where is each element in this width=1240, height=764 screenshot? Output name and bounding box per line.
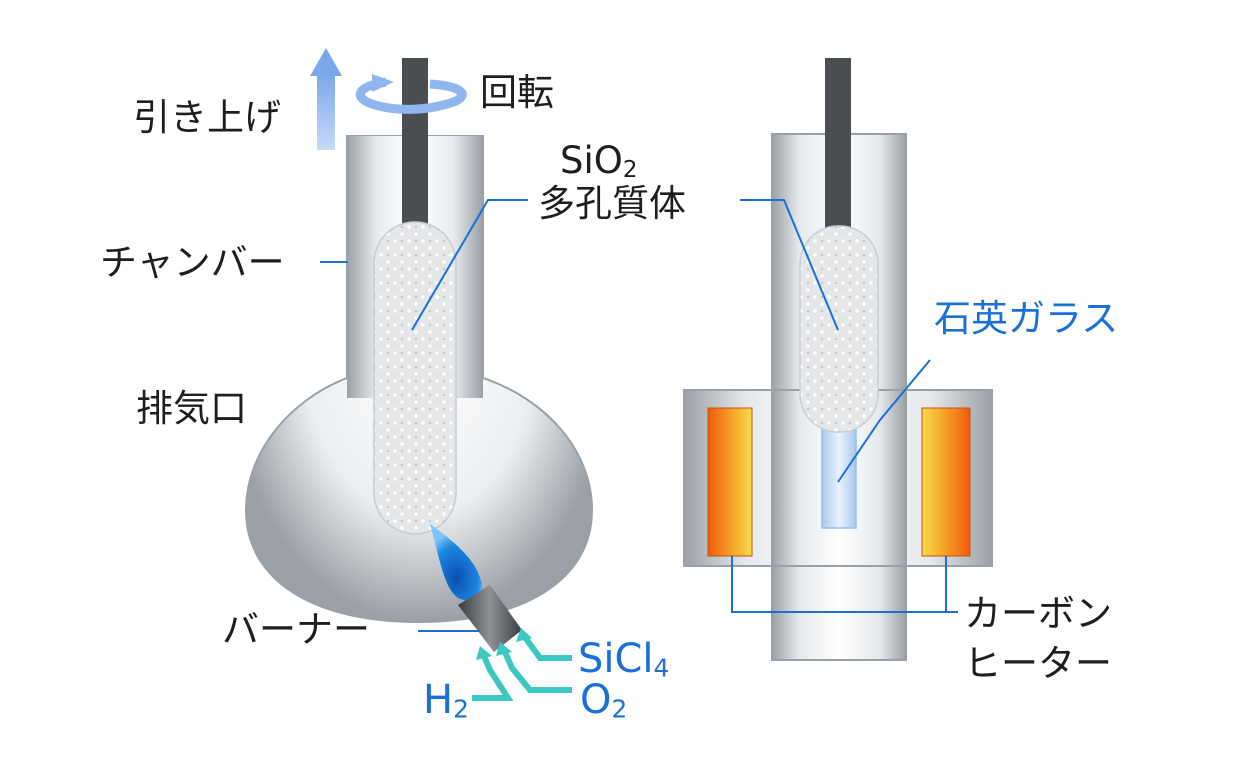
porous-body-left xyxy=(373,221,457,535)
porous-body-label: 多孔質体 xyxy=(538,182,686,225)
carbon-label: カーボン xyxy=(964,592,1112,635)
chamber-label: チャンバー xyxy=(100,241,285,284)
burner-nozzle xyxy=(458,585,522,652)
carbon-heater-right xyxy=(921,407,971,557)
sicl4-sub: 4 xyxy=(653,653,670,683)
porous-body-right xyxy=(799,225,879,433)
leader-lines-left xyxy=(320,199,528,632)
leader-lines-right xyxy=(731,199,958,613)
pull-up-label: 引き上げ xyxy=(133,96,281,139)
sicl4-main: SiCl xyxy=(578,636,654,682)
quartz-glass-rod xyxy=(821,419,857,529)
rotation-label: 回転 xyxy=(480,71,554,114)
burner-label: バーナー xyxy=(222,608,370,651)
h2-main: H xyxy=(423,677,454,723)
rod-right xyxy=(825,58,851,238)
sio2-label: SiO2 xyxy=(560,142,637,182)
h2-sub: 2 xyxy=(453,694,469,724)
flame-icon xyxy=(430,524,483,601)
o2-label: O2 xyxy=(580,680,627,722)
sicl4-label: SiCl4 xyxy=(578,639,669,681)
rotation-arrow-icon xyxy=(355,74,467,114)
sio2-main: SiO xyxy=(560,139,623,182)
rotating-rod xyxy=(402,58,428,233)
sio2-sub: 2 xyxy=(622,157,638,184)
h2-label: H2 xyxy=(423,680,469,722)
o2-main: O xyxy=(580,677,612,723)
gas-inlet-lines xyxy=(472,628,572,701)
exhaust-label: 排気口 xyxy=(136,387,247,430)
quartz-glass-label: 石英ガラス xyxy=(934,297,1119,340)
o2-sub: 2 xyxy=(611,694,628,724)
carbon-heater-left xyxy=(707,407,753,557)
pull-up-arrow-icon xyxy=(310,48,342,150)
heater-label: ヒーター xyxy=(964,642,1112,685)
